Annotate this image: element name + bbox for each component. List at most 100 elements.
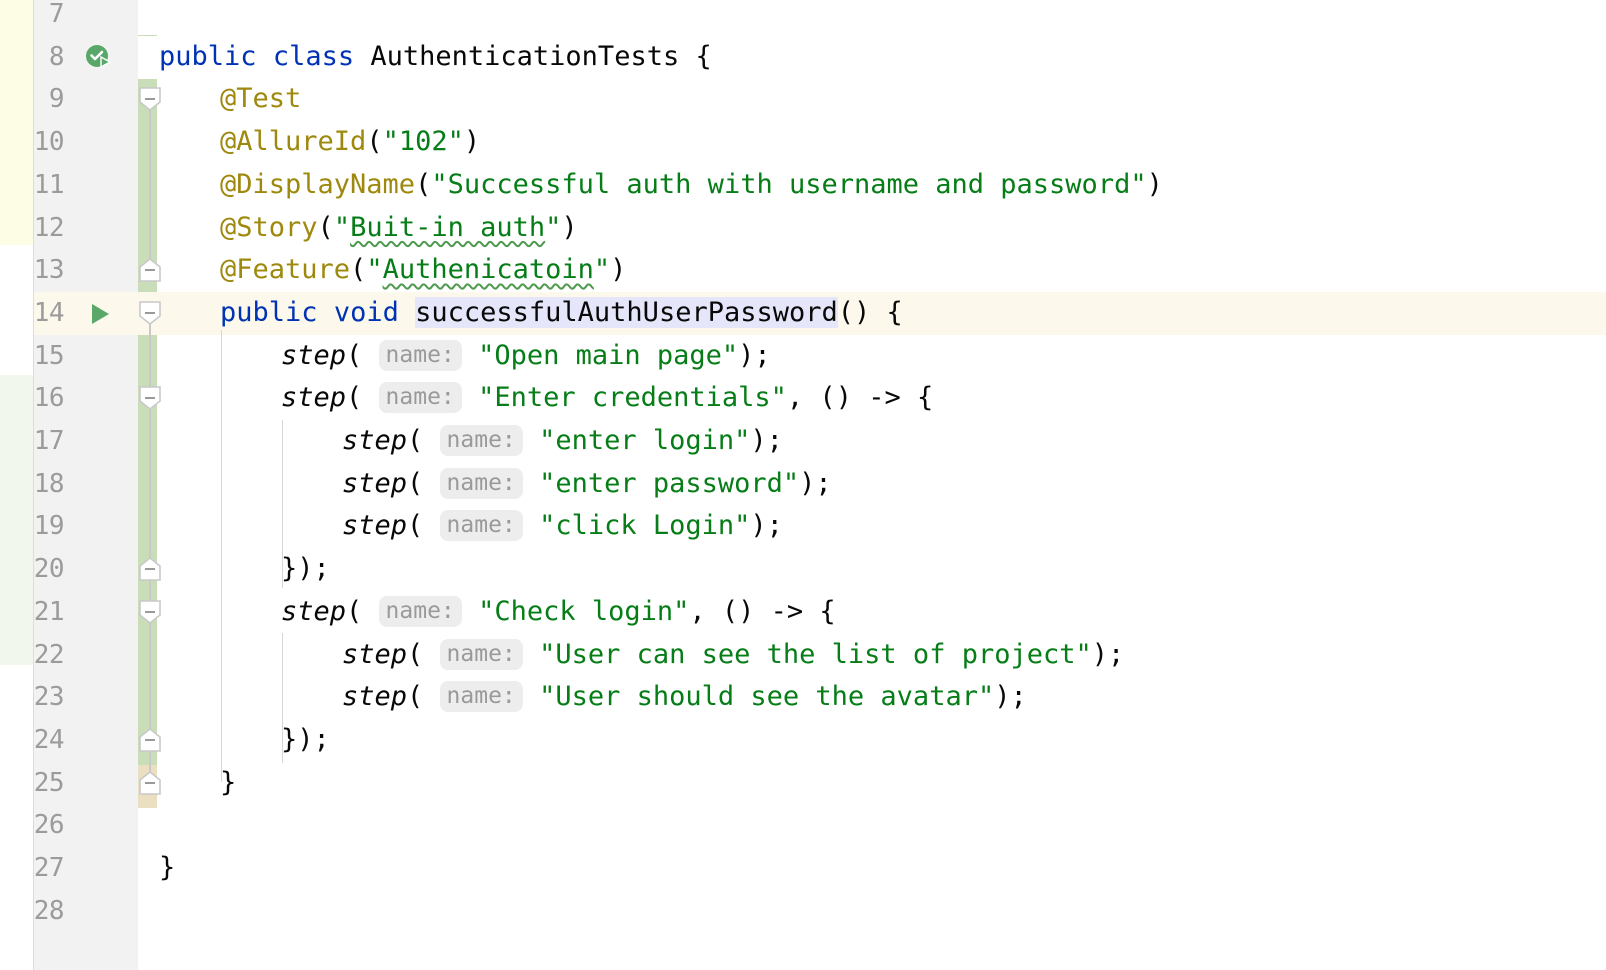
token-str: "102" bbox=[382, 126, 464, 158]
typo-underlined-text: Authenicatoin bbox=[382, 254, 594, 286]
token-plain: ( bbox=[407, 681, 440, 713]
fold-region-start-line-16[interactable] bbox=[139, 386, 161, 411]
token-plain: ); bbox=[799, 467, 832, 499]
token-method-it: step bbox=[342, 638, 408, 670]
code-line-step-open-main-page[interactable]: step( name: "Open main page"); bbox=[281, 335, 771, 378]
token-kw: void bbox=[333, 296, 399, 328]
token-ann: @Test bbox=[220, 83, 302, 115]
code-line-step-user-can-see-list[interactable]: step( name: "User can see the list of pr… bbox=[342, 634, 1124, 677]
line-number-21: 21 bbox=[33, 596, 65, 627]
code-line-step-click-login[interactable]: step( name: "click Login"); bbox=[342, 505, 783, 548]
band-yellow-top bbox=[0, 0, 33, 245]
code-line-step-enter-login[interactable]: step( name: "enter login"); bbox=[342, 420, 783, 463]
code-line-step-check-login[interactable]: step( name: "Check login", () -> { bbox=[281, 591, 836, 634]
band-white-mid bbox=[0, 245, 33, 375]
line-number-16: 16 bbox=[33, 383, 65, 414]
token-plain: ) bbox=[1146, 168, 1163, 200]
code-line-step-user-should-see-avatar[interactable]: step( name: "User should see the avatar"… bbox=[342, 676, 1027, 719]
fold-region-end-line-20[interactable] bbox=[139, 557, 161, 581]
fold-region-start-line-9[interactable] bbox=[139, 87, 161, 112]
inlay-parameter-hint[interactable]: name: bbox=[439, 467, 523, 499]
fold-region-start-line-14[interactable] bbox=[139, 301, 161, 325]
code-line-annotation-feature[interactable]: @Feature("Authenicatoin") bbox=[220, 249, 626, 292]
token-plain: ); bbox=[750, 510, 783, 542]
token-str: " bbox=[333, 211, 351, 243]
line-number-22: 22 bbox=[33, 639, 65, 670]
token-str: "User can see the list of project" bbox=[539, 638, 1092, 670]
token-plain: ); bbox=[738, 339, 771, 371]
inlay-parameter-hint[interactable]: name: bbox=[378, 382, 462, 414]
token-plain: , () -> { bbox=[689, 595, 836, 627]
token-plain: ( bbox=[350, 254, 367, 286]
run-test-class-success-icon[interactable] bbox=[84, 43, 114, 73]
band-green bbox=[0, 375, 33, 665]
vcs-annotation-strip[interactable] bbox=[0, 0, 33, 970]
line-number-20: 20 bbox=[33, 554, 65, 585]
code-line-annotation-displayname[interactable]: @DisplayName("Successful auth with usern… bbox=[220, 164, 1163, 207]
code-line-annotation-test[interactable]: @Test bbox=[220, 78, 301, 121]
code-line-step-enter-password[interactable]: step( name: "enter password"); bbox=[342, 463, 832, 506]
token-str: "User should see the avatar" bbox=[539, 681, 995, 713]
vcs-change-bar[interactable] bbox=[138, 0, 157, 970]
code-line-close-check-login-lambda[interactable]: }); bbox=[281, 719, 330, 762]
code-line-step-enter-credentials[interactable]: step( name: "Enter credentials", () -> { bbox=[281, 377, 933, 420]
indent-guide-level2 bbox=[282, 420, 283, 588]
fold-region-end-line-13[interactable] bbox=[139, 258, 161, 282]
token-ann: @DisplayName bbox=[220, 168, 416, 200]
token-plain: ( bbox=[415, 168, 432, 200]
inlay-parameter-hint[interactable]: name: bbox=[439, 425, 523, 456]
inlay-parameter-hint[interactable]: name: bbox=[439, 681, 523, 713]
token-plain: } bbox=[159, 852, 176, 883]
token-str: "enter password" bbox=[539, 467, 800, 499]
token-str: "Check login" bbox=[478, 595, 690, 627]
inlay-parameter-hint[interactable]: name: bbox=[439, 638, 523, 670]
token-kw: class bbox=[272, 40, 355, 72]
code-text-area[interactable]: public class AuthenticationTests { @Test @… bbox=[157, 0, 1606, 970]
gutter-caret-row-tint bbox=[34, 291, 139, 335]
token-str: "enter login" bbox=[539, 425, 751, 456]
fold-region-start-line-21[interactable] bbox=[139, 599, 161, 624]
token-plain: ); bbox=[750, 425, 783, 456]
line-number-14: 14 bbox=[33, 297, 65, 328]
code-line-close-method[interactable]: } bbox=[220, 762, 236, 805]
token-str: "Successful auth with username and passw… bbox=[431, 168, 1147, 200]
fold-connector-line bbox=[148, 108, 151, 260]
selected-method-name[interactable]: successfulAuthUserPassword bbox=[415, 296, 838, 328]
inlay-parameter-hint[interactable]: name: bbox=[378, 339, 462, 371]
token-str: " bbox=[593, 254, 611, 286]
token-kw: public bbox=[159, 40, 257, 72]
line-number-9: 9 bbox=[48, 84, 65, 115]
inlay-parameter-hint[interactable]: name: bbox=[439, 510, 523, 542]
run-test-method-icon[interactable] bbox=[88, 301, 114, 327]
fold-region-end-line-25[interactable] bbox=[139, 770, 161, 795]
token-str: "Enter credentials" bbox=[478, 382, 787, 414]
fold-connector-line bbox=[148, 407, 151, 559]
code-line-close-class[interactable]: } bbox=[159, 847, 175, 890]
token-plain: ) bbox=[610, 254, 627, 286]
token-method-it: step bbox=[342, 467, 408, 499]
code-line-method-declaration[interactable]: public void successfulAuthUserPassword()… bbox=[220, 292, 903, 335]
token-plain: ( bbox=[346, 339, 379, 371]
token-method-it: step bbox=[342, 510, 408, 542]
token-ann: @AllureId bbox=[220, 126, 367, 158]
token-plain: ( bbox=[346, 382, 379, 414]
token-plain: }); bbox=[281, 723, 330, 755]
token-str: "click Login" bbox=[539, 510, 751, 542]
line-number-7: 7 bbox=[48, 0, 65, 29]
line-number-23: 23 bbox=[33, 682, 65, 713]
indent-guide-level1 bbox=[221, 330, 222, 782]
code-line-annotation-allureid[interactable]: @AllureId("102") bbox=[220, 121, 480, 164]
code-line-class-declaration[interactable]: public class AuthenticationTests { bbox=[159, 36, 712, 79]
code-line-close-credentials-lambda[interactable]: }); bbox=[281, 548, 330, 591]
code-line-annotation-story[interactable]: @Story("Buit-in auth") bbox=[220, 207, 578, 250]
token-kw: public bbox=[220, 296, 318, 328]
line-number-12: 12 bbox=[33, 212, 65, 243]
band-white-bottom bbox=[0, 665, 33, 970]
line-number-13: 13 bbox=[33, 255, 65, 286]
line-number-19: 19 bbox=[33, 511, 65, 542]
inlay-parameter-hint[interactable]: name: bbox=[378, 595, 462, 627]
fold-region-end-line-24[interactable] bbox=[139, 727, 161, 752]
token-plain: AuthenticationTests { bbox=[370, 40, 712, 72]
